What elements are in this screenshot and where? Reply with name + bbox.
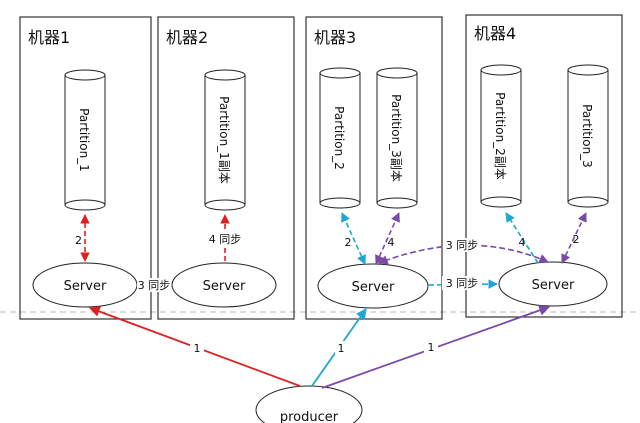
partition-cylinder-m4b: Partition_3: [567, 64, 609, 208]
server-node-m3: [317, 263, 429, 309]
producer-label: producer: [280, 410, 339, 423]
machine-title-2: 机器2: [166, 28, 208, 47]
partition-label-m3a: Partition_2: [332, 106, 346, 170]
edge-label-m3-store-b: 4: [388, 236, 395, 249]
edge-label-prod-m1: 1: [194, 342, 201, 355]
partition-label-m4b: Partition_3: [580, 104, 594, 168]
edge-m4-store-a: [505, 212, 539, 264]
machine-title-4: 机器4: [474, 24, 516, 43]
producer-node: [255, 385, 363, 423]
edge-label-sync-m3-m4: 3 同步: [446, 277, 479, 290]
server-node-m4: [498, 261, 608, 307]
edge-label-prod-m3: 1: [338, 342, 345, 355]
partition-label-m1: Partition_1: [77, 108, 91, 172]
partition-label-m3b: Partition_3副本: [389, 94, 403, 182]
edge-label-m4-store-a: 4: [519, 236, 526, 249]
edge-m3-store-a: [341, 212, 366, 265]
partition-cylinder-m3b: Partition_3副本: [376, 67, 418, 209]
edge-label-m4-store-b: 2: [573, 233, 580, 246]
server-label-m3: Server: [352, 280, 395, 295]
machine-box-3: [305, 16, 443, 320]
machine-title-1: 机器1: [28, 28, 70, 47]
edge-label-prod-m4: 1: [428, 341, 435, 354]
server-label-m4: Server: [532, 278, 575, 293]
edge-label-sync-m4-m3: 3 同步: [446, 239, 479, 252]
edge-label-m3-store-a: 2: [345, 236, 352, 249]
partition-cylinder-m2: Partition_1副本: [204, 69, 246, 211]
partition-cylinder-m4a: Partition_2副本: [480, 64, 522, 208]
edge-sync-m3-m4: [427, 279, 498, 289]
partition-label-m2: Partition_1副本: [217, 96, 231, 184]
edge-label-m2-store: 4 同步: [209, 233, 242, 246]
edge-label-m1-store: 2: [75, 234, 82, 247]
edge-label-sync-m1-m2: 3 同步: [138, 279, 171, 292]
partition-cylinder-m3a: Partition_2: [319, 67, 361, 209]
server-label-m2: Server: [203, 279, 246, 294]
machine-box-4: [465, 14, 623, 318]
partition-label-m4a: Partition_2副本: [493, 92, 507, 180]
machine-title-3: 机器3: [314, 28, 356, 47]
server-label-m1: Server: [64, 279, 107, 294]
machine-box-2: [157, 16, 295, 320]
edge-m4-store-b: [561, 212, 587, 264]
partition-cylinder-m1: Partition_1: [64, 69, 106, 211]
machine-box-1: [19, 16, 152, 320]
server-node-m2: [171, 262, 277, 308]
